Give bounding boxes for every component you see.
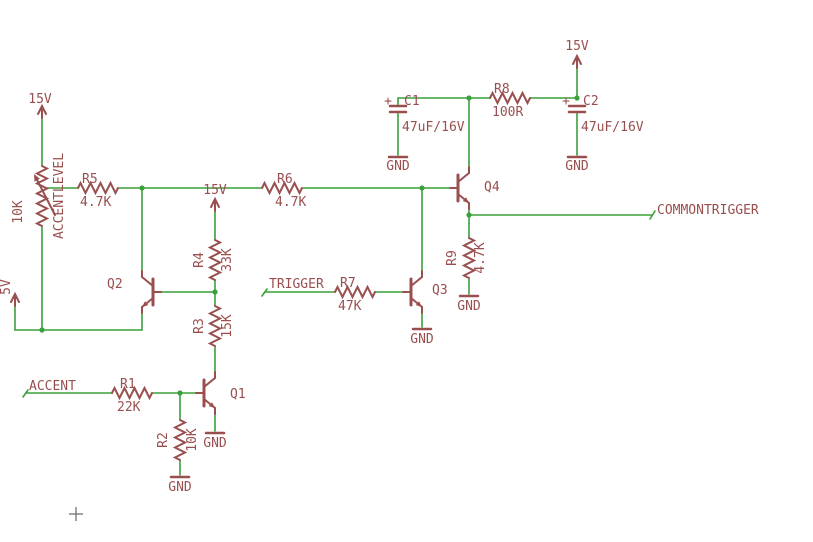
q1-name-label: Q1 xyxy=(230,387,246,402)
r4-value-label: 33K xyxy=(220,248,235,272)
c2-polarity-label: + xyxy=(562,94,570,109)
net-label-tick xyxy=(261,288,268,297)
r1-name-label: R1 xyxy=(120,377,136,392)
r2-name-label: R2 xyxy=(156,432,171,448)
net-label-accent: ACCENT xyxy=(29,379,76,394)
wires xyxy=(14,67,656,476)
c1-name-label: C1 xyxy=(404,94,420,109)
c2-name-label: C2 xyxy=(583,94,599,109)
junction-dot xyxy=(419,185,425,191)
gnd-label-c1: GND xyxy=(386,159,410,174)
pot-value-label: 10K xyxy=(11,200,26,224)
r3-value-label: 15K xyxy=(220,314,235,338)
junction-dot xyxy=(466,212,472,218)
supply-15v-arrow-right xyxy=(572,55,582,69)
origin-crosshair xyxy=(69,507,83,521)
supply-15v-arrow-left xyxy=(37,105,47,119)
resistor-r4-symbol xyxy=(209,239,221,281)
labels: 15V 15V 15V 5V ACCENTLEVEL 10K R5 4.7K R… xyxy=(0,39,759,495)
q4-name-label: Q4 xyxy=(484,180,500,195)
pot-name-label: ACCENTLEVEL xyxy=(52,153,67,239)
net-label-commontrigger: COMMONTRIGGER xyxy=(657,203,759,218)
symbols xyxy=(10,55,588,479)
r8-name-label: R8 xyxy=(494,82,510,97)
r1-value-label: 22K xyxy=(117,400,141,415)
junction-dot xyxy=(574,95,580,101)
pot-wiper-arrow xyxy=(34,174,56,216)
r7-value-label: 47K xyxy=(338,299,362,314)
r4-name-label: R4 xyxy=(192,252,207,268)
c1-polarity-label: + xyxy=(384,94,392,109)
c2-value-label: 47uF/16V xyxy=(581,120,644,135)
q2-name-label: Q2 xyxy=(107,277,123,292)
r5-value-label: 4.7K xyxy=(80,195,111,210)
r2-value-label: 10K xyxy=(185,428,200,452)
gnd-label-q1: GND xyxy=(203,436,227,451)
gnd-label-q3: GND xyxy=(410,332,434,347)
r9-name-label: R9 xyxy=(445,250,460,266)
r5-name-label: R5 xyxy=(82,172,98,187)
supply-15v-label-right: 15V xyxy=(565,39,589,54)
net-label-tick xyxy=(22,389,29,398)
transistor-q2-symbol xyxy=(140,269,163,315)
r8-value-label: 100R xyxy=(492,105,523,120)
r3-name-label: R3 xyxy=(192,318,207,334)
net-label-trigger: TRIGGER xyxy=(269,277,324,292)
junction-dot xyxy=(466,95,472,101)
supply-5v-label: 5V xyxy=(0,279,14,295)
junction-dot xyxy=(177,390,183,396)
r7-name-label: R7 xyxy=(340,276,356,291)
c1-value-label: 47uF/16V xyxy=(402,120,465,135)
resistor-r3-symbol xyxy=(209,305,221,347)
transistor-q1-symbol xyxy=(194,370,217,416)
q3-name-label: Q3 xyxy=(432,283,448,298)
junction-dot xyxy=(139,185,145,191)
gnd-label-r9: GND xyxy=(457,299,481,314)
junction-dot xyxy=(39,327,45,333)
supply-15v-label-left: 15V xyxy=(28,92,52,107)
transistor-q3-symbol xyxy=(401,269,424,315)
supply-15v-arrow-mid xyxy=(210,198,220,212)
transistor-q4-symbol xyxy=(448,165,471,211)
supply-15v-label-mid: 15V xyxy=(203,183,227,198)
junctions xyxy=(39,95,580,396)
r6-value-label: 4.7K xyxy=(275,195,306,210)
net-label-tick xyxy=(649,210,656,220)
gnd-label-c2: GND xyxy=(565,159,589,174)
resistor-r2-symbol xyxy=(174,419,186,461)
r9-value-label: 4.7K xyxy=(473,242,488,273)
gnd-label-r2: GND xyxy=(168,480,192,495)
r6-name-label: R6 xyxy=(277,172,293,187)
junction-dot xyxy=(212,289,218,295)
